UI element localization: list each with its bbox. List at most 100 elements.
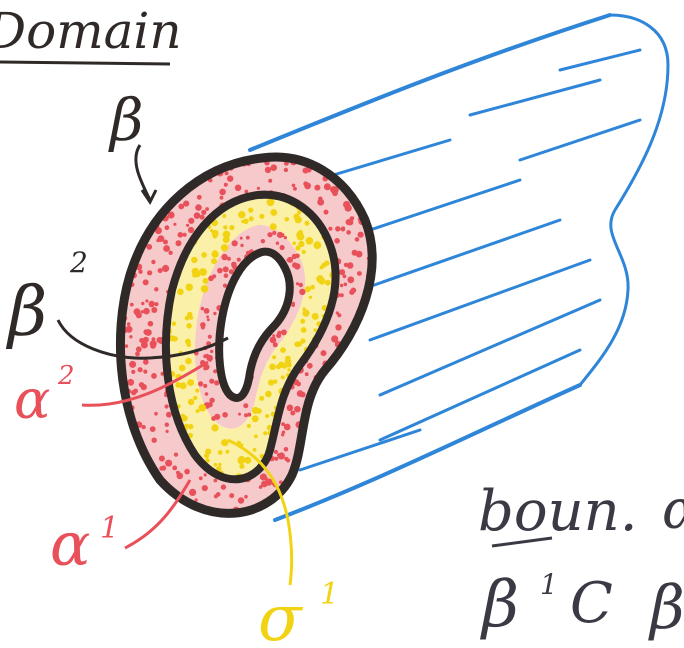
- stipple-dot: [141, 302, 144, 305]
- stipple-dot: [205, 207, 209, 211]
- stipple-dot: [183, 233, 187, 237]
- stipple-dot: [350, 216, 354, 220]
- stipple-dot: [285, 358, 291, 364]
- stipple-dot: [144, 330, 150, 336]
- stipple-dot: [165, 404, 169, 408]
- stipple-dot: [146, 244, 152, 250]
- stipple-dot: [270, 337, 277, 344]
- stipple-dot: [239, 464, 244, 469]
- stipple-dot: [295, 245, 300, 250]
- stipple-dot: [247, 424, 251, 428]
- stipple-dot: [346, 219, 352, 225]
- stipple-dot: [235, 185, 242, 192]
- stipple-dot: [358, 232, 364, 238]
- stipple-dot: [280, 233, 284, 237]
- stipple-dot: [162, 265, 169, 272]
- stipple-dot: [284, 236, 287, 239]
- stipple-dot: [268, 380, 274, 386]
- stipple-dot: [276, 242, 279, 245]
- stipple-dot: [150, 426, 156, 432]
- stipple-dot: [195, 389, 199, 393]
- stipple-dot: [300, 319, 305, 324]
- stipple-dot: [201, 210, 206, 215]
- stipple-dot: [293, 214, 299, 220]
- stipple-dot: [273, 342, 278, 347]
- stipple-dot: [125, 344, 129, 348]
- stipple-dot: [278, 452, 285, 459]
- stipple-dot: [176, 471, 180, 475]
- alpha1-label: α: [50, 510, 91, 580]
- stipple-dot: [201, 325, 205, 329]
- stipple-dot: [143, 308, 150, 315]
- stipple-dot: [129, 361, 136, 368]
- stipple-dot: [263, 431, 267, 435]
- stipple-dot: [335, 226, 340, 231]
- stipple-dot: [223, 266, 229, 272]
- sigma1-label: σ: [258, 582, 304, 648]
- stipple-dot: [290, 411, 295, 416]
- stipple-dot: [285, 217, 290, 222]
- stipple-dot: [154, 302, 158, 306]
- stipple-dot: [219, 189, 226, 196]
- stipple-dot: [340, 284, 343, 287]
- stipple-dot: [220, 196, 224, 200]
- stipple-dot: [304, 183, 311, 190]
- stipple-dot: [211, 416, 216, 421]
- title-underline: [0, 62, 170, 64]
- stipple-dot: [297, 210, 301, 214]
- stipple-dot: [347, 262, 354, 269]
- stipple-dot: [158, 235, 165, 242]
- stipple-dot: [212, 251, 219, 258]
- page-title: Domain: [0, 2, 182, 60]
- stipple-dot: [143, 337, 149, 343]
- stipple-dot: [218, 450, 223, 455]
- stipple-dot: [185, 358, 192, 365]
- stipple-dot: [335, 324, 341, 330]
- stipple-dot: [254, 434, 258, 438]
- stipple-dot: [223, 231, 231, 239]
- beta1-superscript: 1: [540, 568, 558, 601]
- stipple-dot: [334, 238, 340, 244]
- stipple-dot: [221, 254, 227, 260]
- stipple-dot: [314, 185, 320, 191]
- stipple-dot: [189, 380, 194, 385]
- stipple-dot: [165, 225, 170, 230]
- stipple-dot: [147, 270, 152, 275]
- stipple-dot: [194, 212, 201, 219]
- stipple-dot: [345, 205, 352, 212]
- subset-symbol: C: [570, 571, 613, 636]
- stipple-dot: [299, 289, 305, 295]
- stipple-dot: [185, 316, 190, 321]
- cut-off-beta: β: [648, 573, 684, 643]
- stipple-dot: [136, 312, 142, 318]
- stipple-dot: [265, 391, 272, 398]
- stipple-dot: [276, 333, 281, 338]
- stipple-dot: [184, 469, 190, 475]
- stipple-dot: [174, 453, 178, 457]
- stipple-dot: [154, 287, 158, 291]
- stipple-dot: [344, 283, 348, 287]
- stipple-dot: [301, 327, 307, 333]
- stipple-dot: [152, 438, 157, 443]
- stipple-dot: [264, 476, 268, 480]
- stipple-dot: [193, 396, 197, 400]
- stipple-dot: [357, 271, 362, 276]
- stipple-dot: [166, 430, 169, 433]
- stipple-dot: [186, 224, 189, 227]
- stipple-dot: [126, 326, 133, 333]
- stipple-dot: [244, 457, 251, 464]
- stipple-dot: [195, 204, 202, 211]
- stipple-dot: [270, 164, 277, 171]
- stipple-dot: [246, 236, 250, 240]
- stipple-dot: [351, 288, 357, 294]
- stipple-dot: [198, 381, 203, 386]
- stipple-dot: [302, 310, 309, 317]
- stipple-dot: [287, 368, 291, 372]
- stipple-dot: [149, 301, 155, 307]
- stipple-dot: [306, 237, 314, 245]
- stipple-dot: [201, 307, 205, 311]
- stipple-dot: [209, 359, 212, 362]
- stipple-dot: [204, 308, 210, 314]
